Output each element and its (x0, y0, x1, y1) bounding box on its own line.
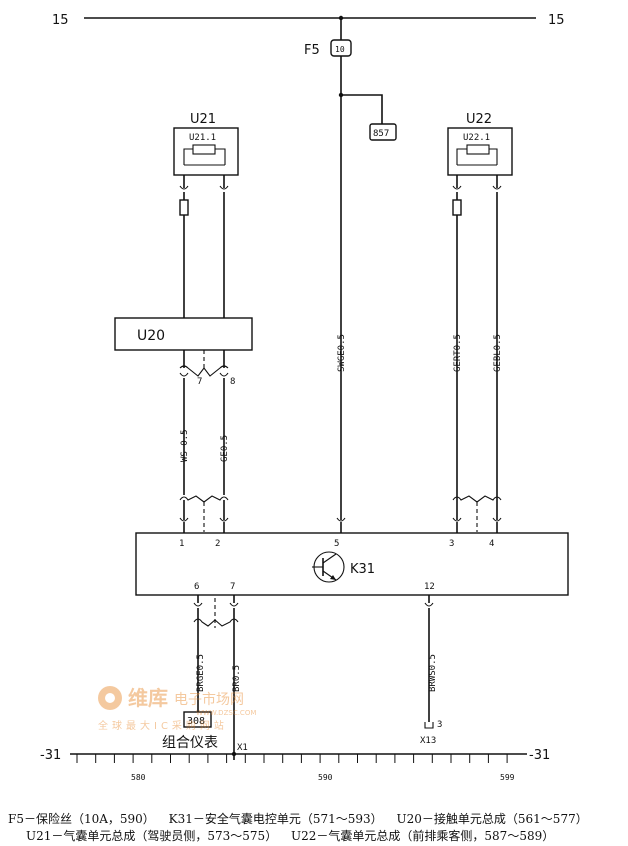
wire-gebl: GEBL0.5 (493, 334, 503, 372)
connector-857: 857 (341, 94, 397, 141)
cluster-code: 308 (187, 716, 205, 727)
rail-15-left: 15 (52, 13, 69, 28)
scale-ticks (76, 754, 508, 763)
rail-31-right: -31 (529, 748, 550, 763)
u22-inner-label: U22.1 (463, 133, 490, 143)
k31-pin-2: 2 (215, 539, 220, 549)
top-rail: 15 15 (52, 13, 565, 28)
k31-pin-5: 5 (334, 539, 339, 549)
ground-x1: X1 (237, 743, 248, 753)
legend-u20: U20－接触单元总成（561～577） (396, 812, 588, 826)
u20-label: U20 (137, 328, 165, 344)
watermark-url: WWW.DZSC.COM (196, 709, 256, 717)
legend-u21: U21－气囊单元总成（驾驶员侧，573～575） (26, 829, 278, 843)
k31-top-connectors (179, 495, 502, 533)
k31-pin-12: 12 (424, 582, 435, 592)
wire-ge: GE0.5 (220, 435, 230, 462)
k31-label: K31 (350, 562, 375, 577)
k31-pin-7: 7 (230, 582, 235, 592)
watermark: 维库 电子市场网 WWW.DZSC.COM 全球最大IC采购网站 (98, 686, 256, 732)
fuse-rating: 10 (335, 45, 345, 54)
u20-contact-unit: U20 7 8 (114, 317, 253, 495)
x13-pin: 3 (437, 720, 442, 730)
u21-inner-label: U21.1 (189, 133, 216, 143)
transistor-icon (312, 551, 345, 583)
k31-pin-6: 6 (194, 582, 199, 592)
connector-x13: 3 X13 (420, 720, 442, 746)
u22-label: U22 (466, 112, 492, 127)
x13-label: X13 (420, 736, 436, 746)
legend-k31: K31－安全气囊电控单元（571～593） (168, 812, 383, 826)
watermark-brand-cn: 维库 (128, 686, 168, 710)
legend-f5: F5－保险丝（10A，590） (8, 812, 155, 826)
scale-599: 599 (500, 773, 515, 782)
k31-bottom-connectors (193, 595, 434, 760)
wire-brge: BRGE0.5 (196, 654, 206, 692)
watermark-logo-icon (98, 686, 122, 710)
wire-gert: GERT0.5 (453, 334, 463, 372)
scale-580: 580 (131, 773, 146, 782)
fuse-label: F5 (304, 43, 320, 58)
u20-pin-7: 7 (197, 377, 202, 387)
rail-15-right: 15 (548, 13, 565, 28)
wire-swge: SWGE0.5 (337, 334, 347, 372)
wire-br: BR0.5 (232, 665, 242, 692)
legend-row-1: F5－保险丝（10A，590） K31－安全气囊电控单元（571～593） U2… (8, 810, 620, 827)
k31-control-unit: 1 2 5 3 4 6 7 12 K31 (135, 532, 569, 596)
u20-pin-8: 8 (230, 377, 235, 387)
rail-31-left: -31 (40, 748, 61, 763)
u22-airbag-unit: U22 U22.1 (447, 112, 513, 520)
scale-590: 590 (318, 773, 333, 782)
wire-brws: BRWS0.5 (428, 654, 438, 692)
watermark-slogan: 全球最大IC采购网站 (98, 719, 228, 732)
k31-pin-4: 4 (489, 539, 494, 549)
fuse-f5: 10 F5 (304, 18, 352, 520)
wire-ws: WS 0.5 (180, 429, 190, 462)
legend-u22: U22－气囊单元总成（前排乘客侧，587～589） (291, 829, 555, 843)
wire-labels: WS 0.5 GE0.5 SWGE0.5 GERT0.5 GEBL0.5 BRG… (180, 334, 503, 692)
watermark-brand-rest: 电子市场网 (174, 691, 244, 708)
k31-pin-1: 1 (179, 539, 184, 549)
bottom-rail: -31 -31 X1 580 590 599 (40, 743, 550, 782)
connector-857-label: 857 (373, 129, 389, 139)
cluster-label: 组合仪表 (162, 735, 218, 751)
u21-label: U21 (190, 112, 216, 127)
instrument-cluster-308: 308 组合仪表 (162, 711, 218, 751)
k31-pin-3: 3 (449, 539, 454, 549)
legend-row-2: U21－气囊单元总成（驾驶员侧，573～575） U22－气囊单元总成（前排乘客… (26, 827, 628, 844)
